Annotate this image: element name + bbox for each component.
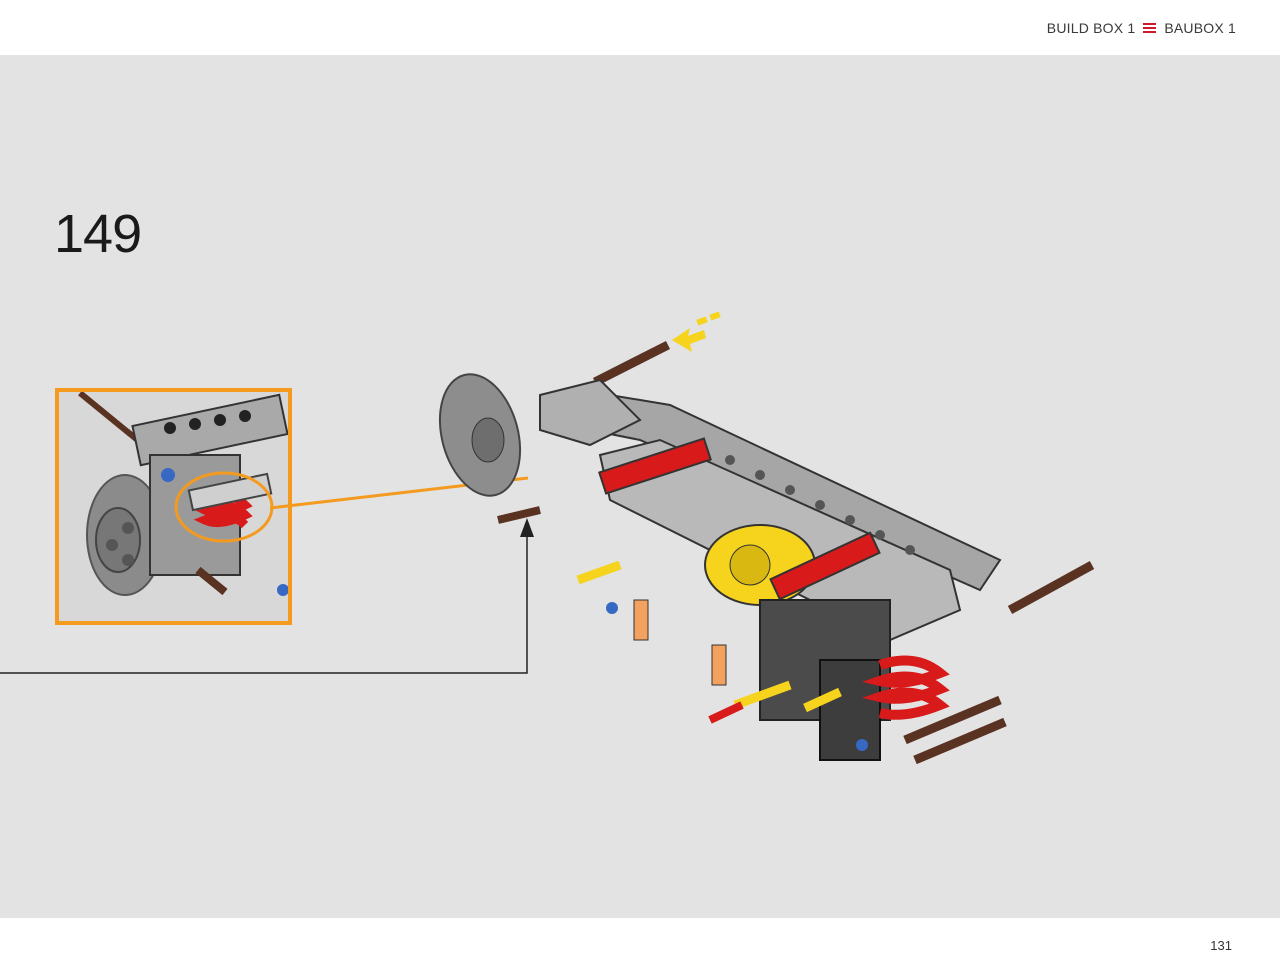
flag-lines-icon [1143,23,1157,33]
page-footer: 131 [0,918,1280,973]
sequence-arrow-head [520,518,534,537]
chassis-model [438,311,1095,765]
build-box-english: BUILD BOX 1 [1046,20,1136,36]
page-number: 131 [1210,938,1232,953]
build-box-label: BUILD BOX 1 BAUBOX 1 [1047,20,1236,36]
build-box-german: BAUBOX 1 [1164,20,1236,36]
page-header: BUILD BOX 1 BAUBOX 1 [0,0,1280,55]
callout-inset [57,390,290,623]
step-number: 149 [54,204,142,264]
sequence-arrow-line [0,530,528,674]
